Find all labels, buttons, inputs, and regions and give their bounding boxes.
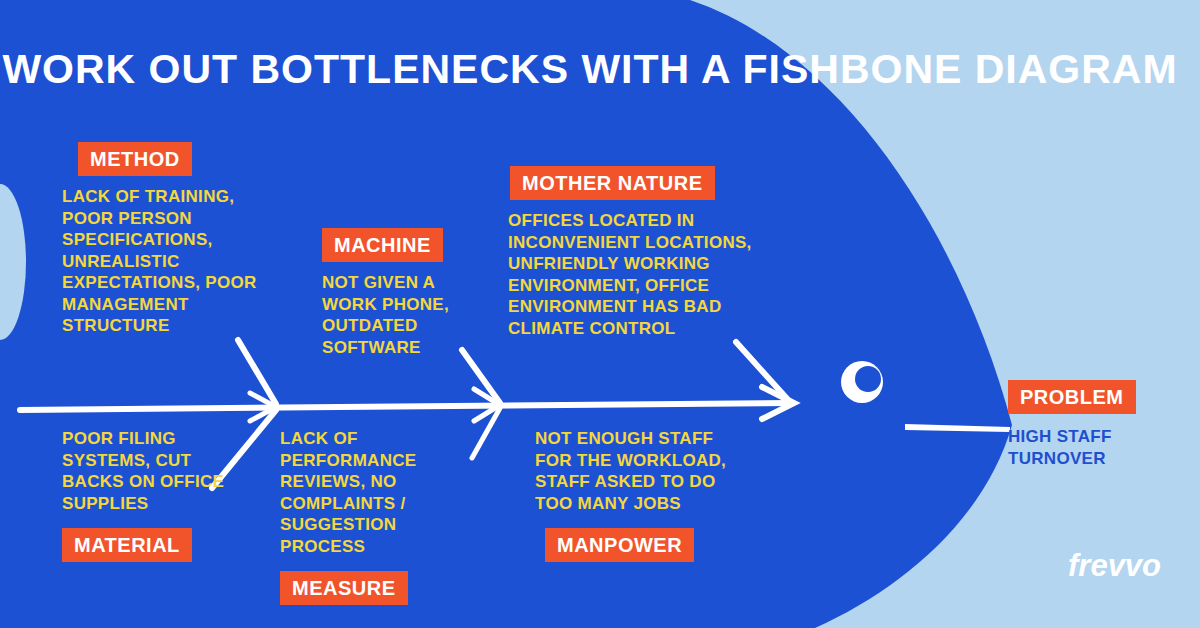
category-label: MANPOWER xyxy=(545,528,694,562)
problem-text: HIGH STAFF TURNOVER xyxy=(1008,426,1158,470)
cause-text: LACK OF PERFORMANCE REVIEWS, NO COMPLAIN… xyxy=(280,428,462,557)
cause-category: METHOD LACK OF TRAINING, POOR PERSON SPEC… xyxy=(62,142,284,337)
category-label: MACHINE xyxy=(322,228,443,262)
category-label: MATERIAL xyxy=(62,528,192,562)
category-label: MEASURE xyxy=(280,571,408,605)
category-label: MOTHER NATURE xyxy=(510,166,715,200)
cause-text: NOT ENOUGH STAFF FOR THE WORKLOAD, STAFF… xyxy=(535,428,747,514)
category-label: PROBLEM xyxy=(1008,380,1136,414)
fish-tail-notch xyxy=(0,184,26,340)
cause-text: LACK OF TRAINING, POOR PERSON SPECIFICAT… xyxy=(62,186,284,337)
fish-mouth xyxy=(905,424,1010,432)
cause-category: MOTHER NATURE OFFICES LOCATED IN INCONVEN… xyxy=(508,166,776,339)
fish-body xyxy=(0,0,1012,628)
cause-text: OFFICES LOCATED IN INCONVENIENT LOCATION… xyxy=(508,210,776,339)
diagram-title: WORK OUT BOTTLENECKS WITH A FISHBONE DIA… xyxy=(0,44,1180,94)
fish-eye xyxy=(841,361,883,403)
watermark-logo: frevvo xyxy=(1068,548,1161,584)
cause-category: MACHINE NOT GIVEN A WORK PHONE, OUTDATED … xyxy=(322,228,492,358)
problem-box: PROBLEM HIGH STAFF TURNOVER xyxy=(1008,380,1158,470)
cause-category: LACK OF PERFORMANCE REVIEWS, NO COMPLAIN… xyxy=(280,428,462,605)
cause-category: POOR FILING SYSTEMS, CUT BACKS ON OFFICE… xyxy=(62,428,234,562)
cause-text: POOR FILING SYSTEMS, CUT BACKS ON OFFICE… xyxy=(62,428,234,514)
cause-text: NOT GIVEN A WORK PHONE, OUTDATED SOFTWAR… xyxy=(322,272,492,358)
fish-pupil xyxy=(855,366,881,392)
cause-category: NOT ENOUGH STAFF FOR THE WORKLOAD, STAFF… xyxy=(535,428,747,562)
category-label: METHOD xyxy=(78,142,192,176)
